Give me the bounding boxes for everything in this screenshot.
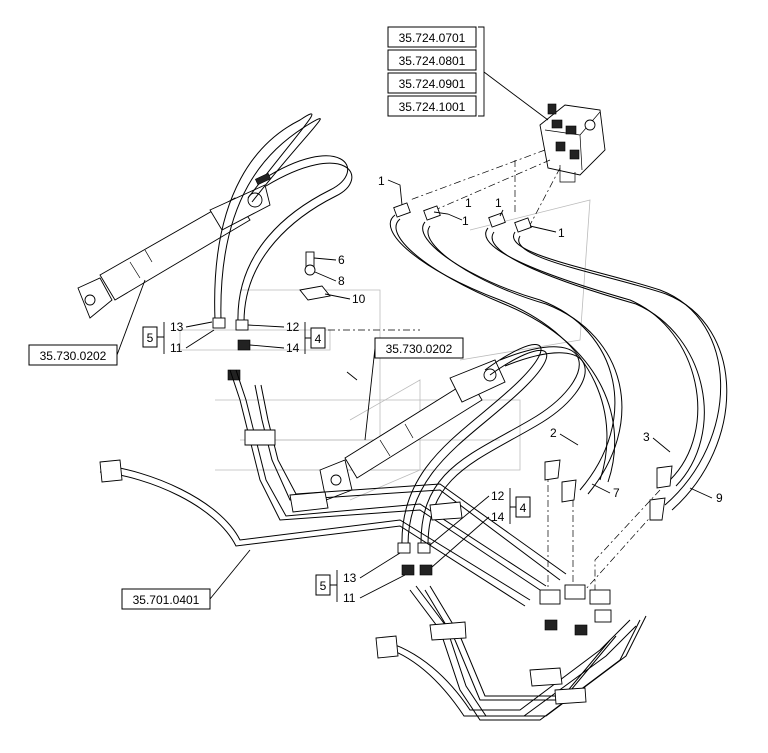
left-fittings	[212, 317, 251, 381]
center-cylinder[interactable]	[319, 359, 506, 501]
top-fittings	[393, 202, 532, 233]
pipe-end-couplings	[99, 459, 399, 659]
callout-1b: 1	[465, 196, 472, 210]
long-hoses	[389, 214, 728, 511]
callout-12-left: 12	[286, 320, 300, 334]
ref-valve-2[interactable]: 35.724.0801	[399, 54, 466, 68]
right-hose-ends	[544, 459, 673, 521]
callout-3: 3	[643, 430, 650, 444]
left-cylinder[interactable]	[77, 184, 271, 319]
callout-11-left: 11	[170, 341, 183, 355]
callout-14-left: 14	[286, 341, 300, 355]
callout-8: 8	[338, 274, 345, 288]
callout-12-center: 12	[491, 489, 505, 503]
ref-cylinder-center[interactable]: 35.730.0202	[364, 337, 464, 441]
callout-13-center: 13	[343, 571, 357, 585]
ref-valve-1[interactable]: 35.724.0701	[399, 31, 466, 45]
ref-cylinder-left-label[interactable]: 35.730.0202	[40, 349, 107, 363]
ref-cylinder-left[interactable]: 35.730.0202	[28, 279, 146, 366]
callout-1c: 1	[462, 214, 469, 228]
ref-cylinder-center-label[interactable]: 35.730.0202	[386, 342, 453, 356]
valve-connection-lines	[328, 149, 661, 595]
ref-pipes-label[interactable]: 35.701.0401	[133, 593, 200, 607]
callout-13-left: 13	[170, 320, 184, 334]
callouts: 1 1 1 1 1 2 3 7 9 6 8 10 5 13 11 4	[142, 174, 723, 605]
callout-4-center: 4	[520, 501, 527, 515]
bottom-valve-assembly[interactable]	[539, 584, 612, 636]
callout-9: 9	[716, 491, 723, 505]
callout-10: 10	[352, 292, 366, 306]
callout-4-left: 4	[315, 332, 322, 346]
callout-1d: 1	[495, 196, 502, 210]
callout-6: 6	[338, 253, 345, 267]
control-valve-block[interactable]	[539, 103, 606, 183]
left-hoses	[214, 113, 353, 323]
callout-14-center: 14	[491, 510, 505, 524]
ref-valve-3[interactable]: 35.724.0901	[399, 77, 466, 91]
callout-1a: 1	[378, 174, 385, 188]
center-hoses	[397, 344, 586, 576]
rigid-pipes	[99, 369, 647, 721]
callout-11-center: 11	[343, 591, 356, 605]
callout-7: 7	[613, 486, 620, 500]
clamp-parts[interactable]	[299, 251, 331, 301]
ref-valve-4[interactable]: 35.724.1001	[399, 100, 466, 114]
callout-1e: 1	[558, 226, 565, 240]
callout-5-left: 5	[147, 331, 154, 345]
valve-reference-boxes[interactable]: 35.724.0701 35.724.0801 35.724.0901 35.7…	[387, 26, 549, 121]
callout-2: 2	[550, 426, 557, 440]
ref-pipes[interactable]: 35.701.0401	[121, 549, 251, 610]
callout-5-center: 5	[320, 579, 327, 593]
